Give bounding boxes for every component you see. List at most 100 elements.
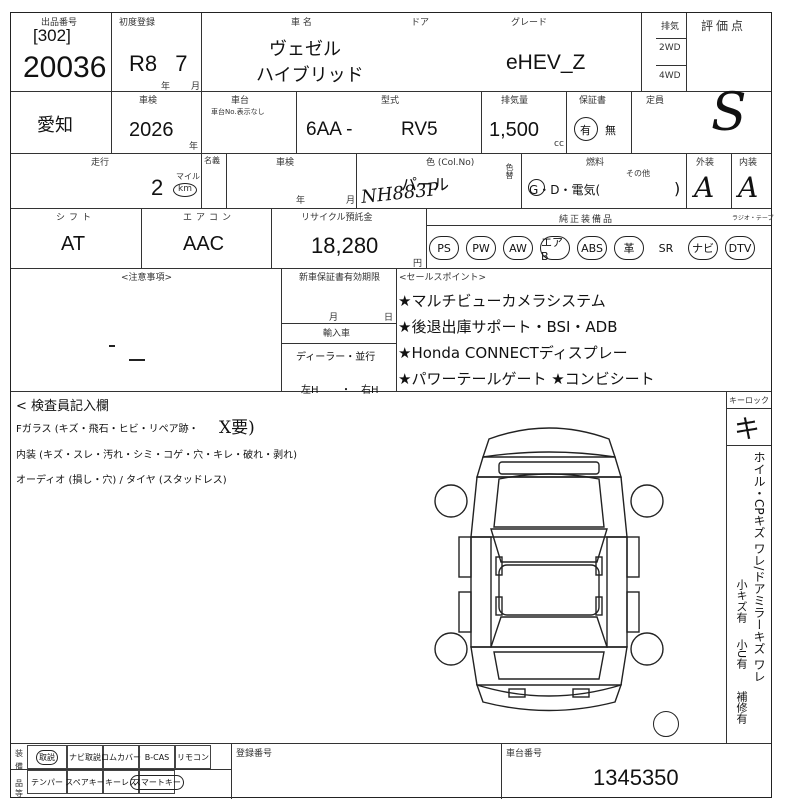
displacement-value: 1,500 (489, 119, 540, 141)
footer-item: スペアキー (65, 770, 105, 794)
footer-item: ロムカバー (101, 745, 141, 769)
warranty-no: 無 (605, 124, 616, 137)
recycle-value: 18,280 (311, 233, 379, 258)
trunk (493, 651, 605, 680)
key-mark: キ (734, 415, 761, 445)
car-diagram (434, 427, 664, 712)
inspection-value: 2026 (129, 119, 174, 141)
radio-label: ラジオ・テープ (732, 215, 774, 222)
caution-label: <注意事項> (121, 273, 173, 283)
windshield (490, 528, 608, 563)
shift-value: AT (61, 233, 86, 255)
equipment-chip: PW (466, 236, 496, 260)
capacity-label: 定員 (646, 96, 665, 106)
inspection-line: 内装 (キズ・スレ・汚れ・シミ・コゲ・穴・キレ・破れ・剥れ) (16, 450, 297, 461)
wheel-rear-right (630, 632, 664, 666)
car-name-line1: ヴェゼル (269, 39, 341, 60)
equipment-chip: AW (503, 236, 533, 260)
displacement-label: 排気量 (501, 96, 529, 106)
footer-item: B-CAS (139, 745, 175, 769)
footer-item: リモコン (175, 745, 211, 769)
mileage-value: 2 (151, 175, 164, 200)
fuel-label: 燃料 (586, 158, 605, 168)
reg-no-label: 登録番号 (236, 749, 273, 759)
score-label: 評価点 (701, 19, 747, 33)
roof (498, 564, 600, 616)
fuel-other: その他 (626, 169, 650, 178)
inspection-line: オーディオ (損し・穴) / タイヤ (スタッドレス) (16, 475, 227, 486)
warranty-label: 保証書 (579, 96, 607, 106)
glass-mark: X要) (219, 418, 255, 438)
wheel-rear-left (434, 632, 468, 666)
cc-unit: cc (554, 139, 564, 149)
color-code: NH883P (360, 178, 440, 209)
vin-note: 車台No.表示なし (211, 108, 265, 116)
lot-bracket: [302] (33, 26, 71, 45)
equipment-chip: DTV (725, 236, 755, 260)
auction-sheet: 出品番号 [302] 20036 初度登録 R8 7 年 月 車 名 ドア グレ… (10, 12, 774, 799)
fuel-value: G・D・電気( (529, 183, 601, 197)
legend-small: 小キズ有 (735, 579, 748, 623)
recycle-label: リサイクル預託金 (301, 213, 373, 223)
exterior-value: A (694, 171, 715, 204)
equipment-chip: エアB (540, 236, 570, 263)
score-value: S (711, 83, 747, 143)
grade-value: eHEV_Z (506, 51, 586, 74)
wheel-front-left (434, 484, 468, 518)
lot-number: 20036 (23, 51, 107, 84)
equipment-chip: ナビ (688, 236, 718, 260)
yen-unit: 円 (413, 259, 423, 269)
drive-2wd: 2WD (659, 43, 681, 53)
left-h: 左H (301, 385, 319, 396)
rear-window (490, 616, 608, 648)
mileage-unit-mile: マイル (176, 172, 200, 181)
model-code: RV5 (401, 119, 438, 140)
footer-item: テンパー (27, 770, 67, 794)
sales-point: ★マルチビューカメラシステム (398, 292, 606, 310)
first-reg-value: R8 7 (129, 51, 188, 76)
dealer-label: ディーラー・並行 (296, 352, 376, 363)
right-h: 右H (361, 385, 379, 396)
interior-label: 内装 (739, 158, 758, 168)
legend-repair: 補修有 (735, 691, 748, 724)
footer-item: ナビ取説 (67, 745, 103, 769)
drive-4wd: 4WD (659, 71, 681, 81)
hood (493, 473, 605, 528)
equipment-chip: 革 (614, 236, 644, 260)
inspection-title: < 検査員記入欄 (16, 399, 110, 414)
month-label: 月 (329, 313, 339, 323)
shift-label: シフト (56, 213, 96, 223)
rear-bumper (475, 683, 623, 712)
vin-label: 車台 (231, 96, 250, 106)
color-label: 色 (Col.No) (426, 158, 475, 168)
inspection-label: 車検 (139, 96, 158, 106)
sales-point: ★パワーテールゲート ★コンビシート (398, 370, 655, 388)
equipment-chip: ABS (577, 236, 607, 260)
equipment-label: 純正装備品 (559, 215, 615, 225)
door-label: ドア (411, 18, 430, 28)
warranty-yes: 有 (580, 124, 591, 137)
equipment-chip: PS (429, 236, 459, 260)
car-name-label: 車 名 (291, 18, 312, 28)
footer-item: 取説 (27, 745, 67, 769)
legend-small-u: 小U有 (735, 639, 748, 670)
footer-item: スマートキー (130, 770, 184, 794)
model-prefix: 6AA - (306, 119, 353, 140)
sales-point: ★後退出庫サポート・BSI・ADB (398, 318, 618, 336)
interior-value: A (738, 171, 759, 204)
front-bumper (481, 427, 617, 458)
day-label: 日 (384, 313, 394, 323)
grade-label: グレード (511, 18, 548, 28)
wheel-front-right (630, 484, 664, 518)
ac-value: AAC (183, 233, 225, 255)
mileage-label: 走行 (91, 158, 110, 168)
mileage-unit-km: km (178, 184, 192, 194)
year-unit: 年 (189, 142, 199, 152)
exhibit-label: 出品番号 (41, 18, 78, 28)
ac-label: エアコン (183, 213, 236, 223)
color-name: パール (401, 175, 450, 194)
right-legend: ホイル・CPキズ ワレ/ドアミラーキズ ワレ (752, 451, 766, 683)
inspection-line: Fガラス (キズ・飛石・ヒビ・リペア跡・ (16, 424, 199, 435)
import-label: 輸入車 (323, 329, 351, 339)
chassis-label: 車台番号 (506, 749, 543, 759)
